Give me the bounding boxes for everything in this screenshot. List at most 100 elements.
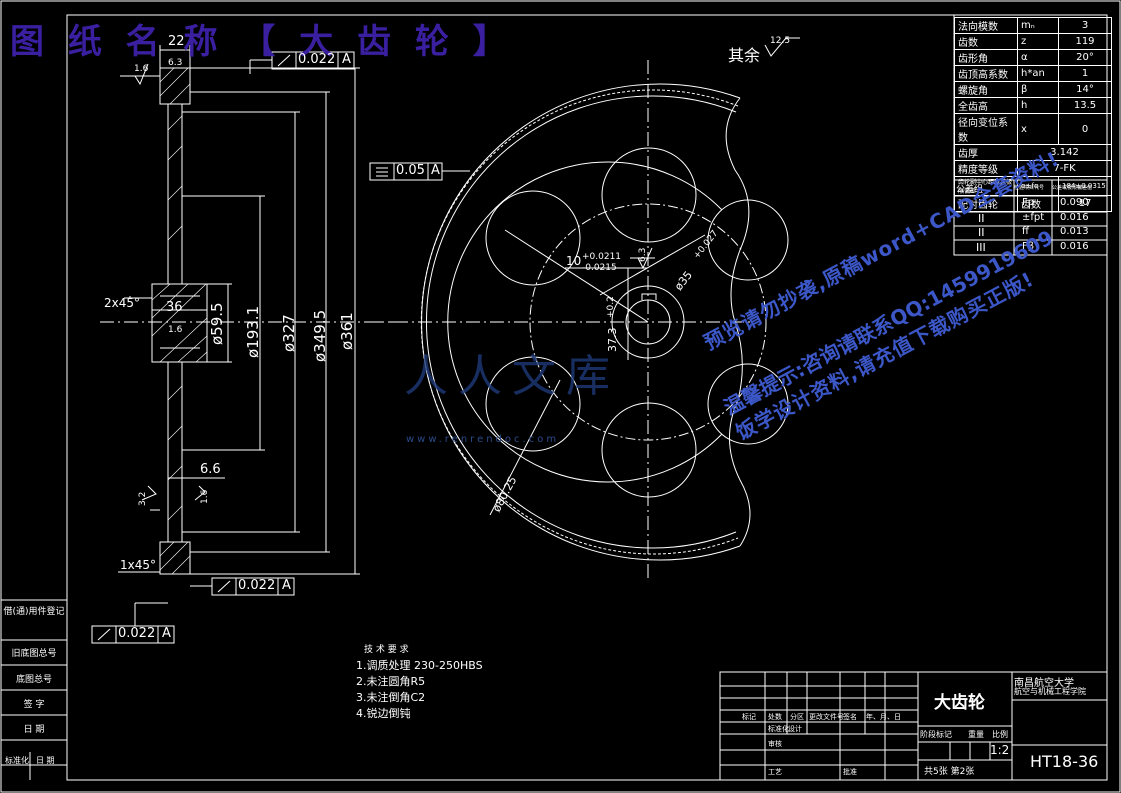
rough-1-6-bore: 1.6 <box>168 325 183 335</box>
dim-d349-5: ø349.5 <box>311 309 329 362</box>
tech-note-item: 1.调质处理 230-250HBS <box>356 659 483 672</box>
dim-d361: ø361 <box>338 312 356 350</box>
inner-frame <box>66 14 1108 781</box>
runout-bottom-datum: A <box>282 578 291 593</box>
tol-row-group: II <box>978 212 985 225</box>
drawing-title-banner: 图 纸 名 称 【 大 齿 轮 】 <box>10 22 513 62</box>
keyway-tol-lower: -0.0215 <box>582 263 617 273</box>
site-logo-url: www.renrendoc.com <box>406 434 560 445</box>
strip-label: 日 期 <box>36 756 55 765</box>
scale: 1:2 <box>990 743 1010 757</box>
rough-6-3: 6.3 <box>168 58 183 68</box>
tb-header: 更改文件号 <box>809 713 844 721</box>
flatness-datum: A <box>431 163 440 178</box>
tb-std: 标准化 <box>768 725 789 733</box>
dim-keyway: 10 <box>566 254 581 268</box>
dim-d59-5: ø59.5 <box>208 302 226 345</box>
tb-header: 分区 <box>790 713 804 721</box>
tol-row-value: 0.013 <box>1060 226 1089 237</box>
tb-craft: 工艺 <box>768 768 782 776</box>
surface-note-label: 其余 <box>728 46 761 65</box>
stage-mark: 阶段标记 <box>920 730 952 739</box>
runout-left-datum: A <box>162 626 171 641</box>
runout-bottom-value: 0.022 <box>238 578 276 593</box>
front-view <box>369 60 789 580</box>
strip-label: 借(通)用件登记 <box>3 607 65 617</box>
college-name: 航空与机械工程学院 <box>1014 687 1086 696</box>
strip-label: 底图总号 <box>15 675 52 685</box>
keyway-width: 10 <box>566 254 582 268</box>
dim-d193-1: ø193.1 <box>244 305 262 358</box>
dim-hub-chamfer: 2x45° <box>104 296 141 310</box>
tolerance-group-col3: 公差或极限偏差值 <box>1052 185 1093 191</box>
tol-row-item: ±fpt <box>1022 212 1045 223</box>
rough-1-6: 1.6 <box>134 64 149 74</box>
part-name: 大齿轮 <box>934 693 985 713</box>
tech-note-item: 4.锐边倒钝 <box>356 707 411 720</box>
tb-header: 年、月、日 <box>866 713 901 721</box>
school-name: 南昌航空大学 <box>1014 678 1074 689</box>
tol-row-value: 0.016 <box>1060 212 1089 223</box>
strip-label: 日 期 <box>23 725 45 735</box>
site-logo: 人人文库 <box>404 351 620 402</box>
dim-rim-chamfer: 1x45° <box>120 558 157 572</box>
tb-header: 处数 <box>768 713 782 721</box>
drawing-number: HT18-36 <box>1030 752 1099 771</box>
tol-row-item: ff <box>1022 226 1029 237</box>
tech-notes-title: 技 术 要 求 <box>364 645 409 655</box>
dim-d327: ø327 <box>280 314 298 352</box>
flatness-value: 0.05 <box>396 163 425 178</box>
strip-label: 标准化 <box>5 756 29 765</box>
tech-note-item: 3.未注倒角C2 <box>356 691 426 704</box>
tol-row-group: I <box>978 197 982 210</box>
tol-row-value: 0.016 <box>1060 241 1089 252</box>
tol-row-item: Fp <box>1022 197 1035 208</box>
technical-requirements: 技 术 要 求 1.调质处理 230-250HBS 2.未注圆角R5 3.未注倒… <box>356 642 483 722</box>
key-depth-tol: +0.2 <box>606 296 616 318</box>
runout-left-value: 0.022 <box>118 626 156 641</box>
tolerance-group-header: 公差组 <box>956 185 984 195</box>
tb-header: 标记 <box>742 713 756 721</box>
weight-label: 重量 <box>968 730 984 739</box>
strip-label: 旧底图总号 <box>11 649 57 659</box>
dim-top-width: 22 <box>168 34 185 49</box>
keyway-tol-upper: +0.0211 <box>582 252 622 262</box>
tb-approve: 批准 <box>843 768 857 776</box>
section-view <box>91 45 400 644</box>
tb-header: 签名 <box>843 713 857 721</box>
dim-web: 6.6 <box>200 462 221 477</box>
tol-row-value: 0.090 <box>1060 197 1089 208</box>
tb-design: 设计 <box>788 725 802 733</box>
surface-note-value: 12.5 <box>770 36 791 46</box>
rough-3-2: 3.2 <box>138 491 148 506</box>
dim-bore-length: 36 <box>166 300 183 315</box>
surface-roughness-note: 其余 <box>728 42 760 66</box>
title-block-frame <box>719 671 1108 781</box>
tech-note-item: 2.未注圆角R5 <box>356 675 426 688</box>
tb-review: 审核 <box>768 740 782 748</box>
runout-top-value: 0.022 <box>298 52 336 67</box>
rough-6-3-key: 6.3 <box>638 247 648 262</box>
strip-label: 签 字 <box>23 700 45 710</box>
tol-row-group: III <box>976 241 986 254</box>
tol-row-group: II <box>978 226 985 239</box>
ratio-label: 比例 <box>992 730 1008 739</box>
runout-top-datum: A <box>342 52 351 67</box>
sheet-info: 共5张 第2张 <box>924 767 975 777</box>
tolerance-group-col2: 检验项目代号 <box>1014 185 1045 191</box>
tol-row-item: Fβ <box>1022 241 1035 252</box>
